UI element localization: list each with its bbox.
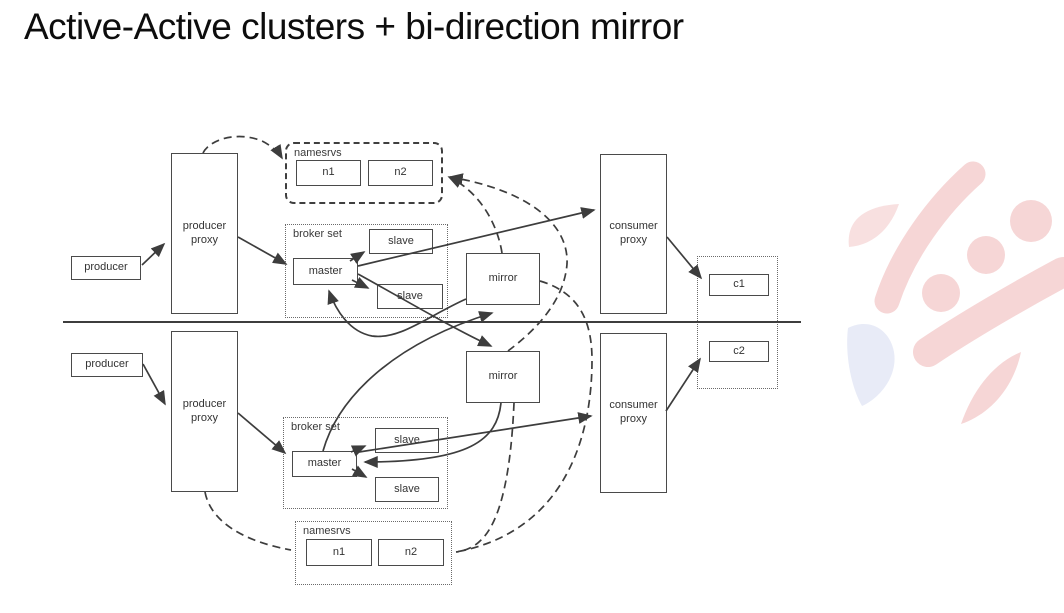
watermark-swoosh-top <box>874 161 986 314</box>
consumer-proxy-top: consumer proxy <box>600 154 667 314</box>
broker-set-label-bottom: broker set <box>291 421 340 433</box>
consumer-c2: c2 <box>709 341 769 362</box>
namesrvs-group-bottom: namesrvs <box>295 521 452 585</box>
namesrv-n2-top: n2 <box>368 160 433 186</box>
slave1-bottom: slave <box>375 428 439 453</box>
watermark-crescent <box>848 204 899 247</box>
watermark-dot-mid <box>967 236 1005 274</box>
master-bottom: master <box>292 451 357 477</box>
producer-proxy-top: producer proxy <box>171 153 238 314</box>
slave2-bottom: slave <box>375 477 439 502</box>
master-top: master <box>293 258 358 285</box>
slide-title: Active-Active clusters + bi-direction mi… <box>24 6 684 47</box>
slave2-top: slave <box>377 284 443 309</box>
namesrv-n2-bottom: n2 <box>378 539 444 566</box>
watermark-swoosh-bottom <box>913 257 1064 367</box>
namesrvs-label-top: namesrvs <box>294 147 342 159</box>
slave1-top: slave <box>369 229 433 254</box>
consumer-proxy-bottom: consumer proxy <box>600 333 667 493</box>
mirror-top: mirror <box>466 253 540 305</box>
producer-proxy-bottom: producer proxy <box>171 331 238 492</box>
watermark-petal <box>961 352 1021 424</box>
consumer-c1: c1 <box>709 274 769 296</box>
namesrv-n1-bottom: n1 <box>306 539 372 566</box>
namesrv-n1-top: n1 <box>296 160 361 186</box>
watermark-dot-small <box>922 274 960 312</box>
namesrvs-label-bottom: namesrvs <box>303 525 351 537</box>
broker-set-label-top: broker set <box>293 228 342 240</box>
producer-bottom: producer <box>71 353 143 377</box>
producer-top: producer <box>71 256 141 280</box>
namesrvs-group-top: namesrvs <box>285 142 443 204</box>
watermark-dot-large <box>1010 200 1052 242</box>
watermark-blue-blob <box>847 324 895 406</box>
mirror-bottom: mirror <box>466 351 540 403</box>
